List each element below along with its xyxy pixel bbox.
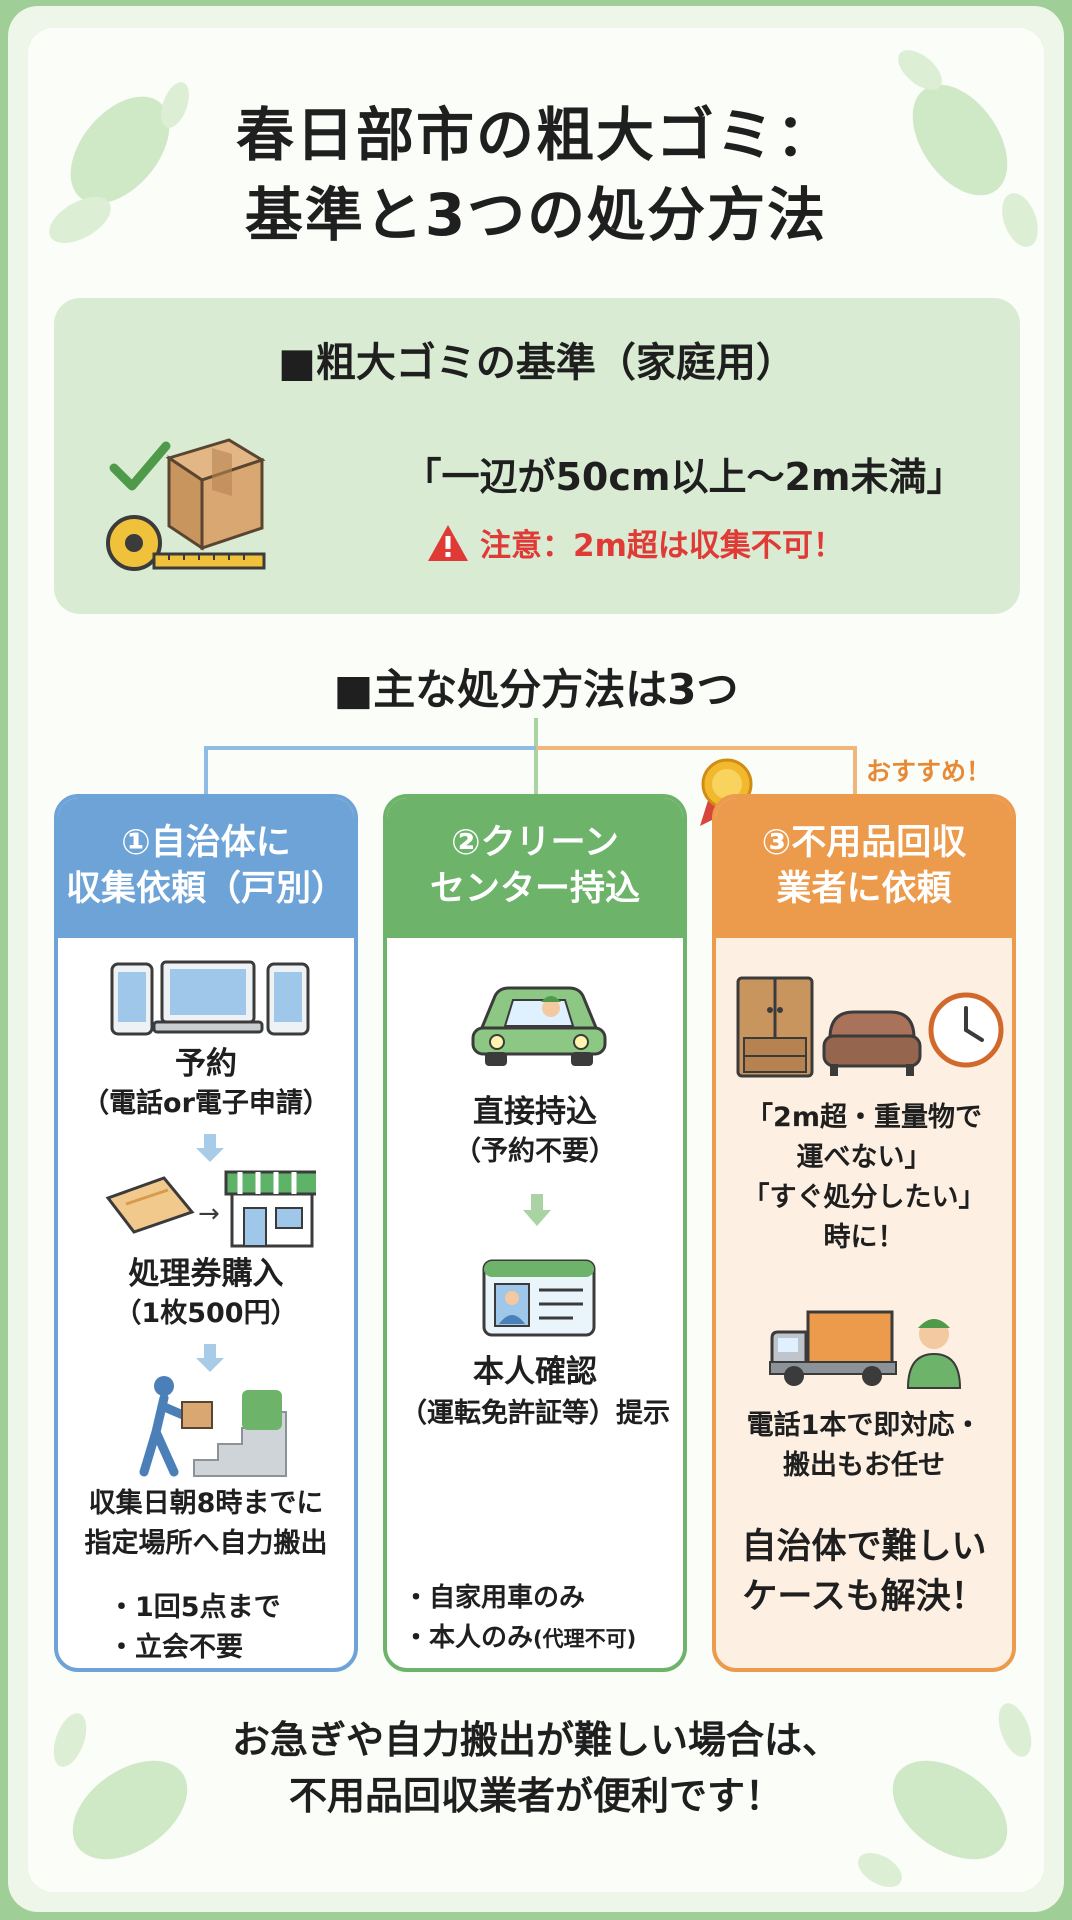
- leaf-decoration-icon: [858, 1703, 1032, 1888]
- method-3-service-line2: 搬出もお任せ: [783, 1450, 945, 1481]
- method-1-card: ①自治体に 収集依頼（戸別） 予約 （電話or電子申請） → 処理券購入 （1枚…: [54, 794, 358, 1672]
- method-1-step1-title: 予約: [175, 1046, 237, 1082]
- method-3-case-line3: 「すぐ処分したい」: [742, 1182, 986, 1213]
- method-2-bullet-2-note: (代理不可): [533, 1627, 637, 1651]
- method-2-step1-detail: （予約不要）: [454, 1136, 616, 1167]
- size-measure-icon: [106, 438, 266, 571]
- method-3-title-line2: 業者に依頼: [776, 869, 952, 909]
- method-3-header: ③不用品回収 業者に依頼: [716, 798, 1012, 938]
- method-3-title-line1: ③不用品回収: [761, 823, 967, 863]
- methods-heading: ■主な処分方法は3つ: [333, 665, 739, 714]
- method-3-solve-line2: ケースも解決！: [742, 1577, 986, 1617]
- svg-text:→: →: [198, 1199, 220, 1229]
- method-2-bullet-2-main: ・本人のみ: [403, 1623, 534, 1653]
- method-2-bullet-2: ・本人のみ(代理不可): [403, 1618, 636, 1659]
- carry-out-icon: [139, 1376, 287, 1477]
- warning-icon: [428, 524, 468, 561]
- method-1-step2-detail: （1枚500円）: [114, 1298, 298, 1329]
- footer-line2: 不用品回収業者が便利です！: [288, 1774, 783, 1818]
- method-3-card: ③不用品回収 業者に依頼 「2m超・重量物で 運べない」 「すぐ処分したい」 時…: [712, 794, 1016, 1672]
- method-2-card: ②クリーン センター持込 直接持込 （予約不要） 本人確認 （運転免許証等）提示…: [383, 794, 687, 1672]
- method-2-step1-title: 直接持込: [473, 1094, 597, 1130]
- furniture-icon: [736, 976, 1004, 1078]
- criteria-box: ■粗大ゴミの基準（家庭用） 「一辺が50cm以上～2m未満」 注意：2m超は収集…: [54, 298, 1020, 614]
- method-3-case-line4: 時に！: [823, 1222, 905, 1253]
- method-1-title-line2: 収集依頼（戸別）: [65, 869, 346, 909]
- leaf-decoration-icon: [53, 1713, 188, 1860]
- method-2-bullet-1: ・自家用車のみ: [403, 1583, 586, 1613]
- car-driver-icon: [471, 986, 607, 1066]
- devices-icon: [110, 960, 310, 1036]
- method-2-header: ②クリーン センター持込: [387, 798, 683, 938]
- leaf-decoration-icon: [49, 82, 189, 244]
- footer-line1: お急ぎや自力搬出が難しい場合は、: [231, 1718, 840, 1762]
- arrow-down-icon: [196, 1134, 224, 1162]
- method-1-bullets: ・1回5点まで ・立会不要: [108, 1588, 281, 1668]
- method-1-step3-line1: 収集日朝8時までに: [88, 1488, 324, 1519]
- method-1-header: ①自治体に 収集依頼（戸別）: [58, 798, 354, 938]
- method-1-step3-line2: 指定場所へ自力搬出: [84, 1528, 328, 1559]
- criteria-warning: 注意：2m超は収集不可！: [426, 520, 966, 565]
- method-1-title-line1: ①自治体に: [121, 823, 291, 863]
- method-3-case-line1: 「2m超・重量物で: [746, 1102, 982, 1133]
- arrow-down-icon: [196, 1344, 224, 1372]
- method-1-bullet-2: ・立会不要: [108, 1632, 243, 1663]
- recommend-label: おすすめ！: [866, 757, 992, 786]
- warning-text: 注意：2m超は収集不可！: [480, 528, 844, 564]
- method-3-solve-line1: 自治体で難しい: [741, 1527, 987, 1567]
- id-card-icon: [482, 1259, 596, 1337]
- truck-staff-icon: [769, 1310, 962, 1389]
- page-title-line2: 基準と3つの処分方法: [244, 181, 828, 249]
- method-2-title-line2: センター持込: [429, 869, 640, 909]
- criteria-heading: ■粗大ゴミの基準（家庭用）: [278, 340, 796, 386]
- criteria-size-rule: 「一辺が50cm以上～2m未満」: [403, 455, 965, 499]
- method-2-title-line1: ②クリーン: [451, 823, 619, 863]
- method-1-step1-detail: （電話or電子申請）: [82, 1088, 330, 1119]
- method-1-bullet-1: ・1回5点まで: [108, 1592, 281, 1623]
- method-3-case-line2: 運べない」: [796, 1142, 932, 1173]
- method-connector-lines: [204, 718, 857, 796]
- method-1-step2-title: 処理券購入: [128, 1256, 284, 1292]
- arrow-down-icon: [523, 1194, 551, 1226]
- page-title-line1: 春日部市の粗大ゴミ：: [235, 101, 836, 169]
- method-3-service-line1: 電話1本で即対応・: [746, 1410, 982, 1441]
- method-2-step2-detail: （運転免許証等）提示: [400, 1398, 670, 1429]
- method-2-step2-title: 本人確認: [473, 1354, 597, 1390]
- ticket-to-store-icon: →: [105, 1170, 316, 1248]
- leaf-decoration-icon: [898, 50, 1038, 247]
- method-2-bullets: ・自家用車のみ ・本人のみ(代理不可): [403, 1578, 636, 1659]
